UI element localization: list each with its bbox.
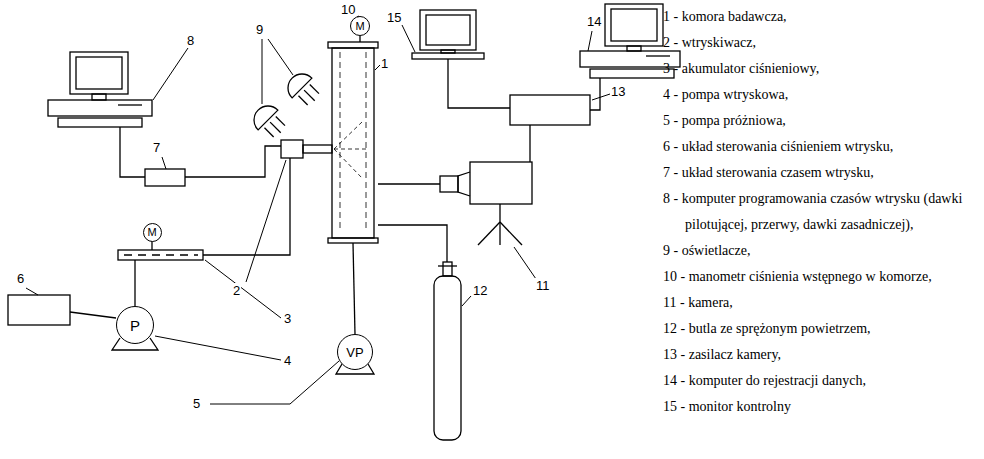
callout-number: 15 (386, 10, 402, 25)
callout-number: 12 (472, 283, 488, 298)
callout-number: 5 (192, 396, 201, 411)
callout-number: 7 (152, 140, 161, 155)
node-label: M (355, 21, 364, 32)
legend-entry: 4 - pompa wtryskowa, (663, 82, 975, 108)
pipe (70, 59, 600, 334)
legend-entry: 14 - komputer do rejestracji danych, (663, 368, 975, 394)
legend-entry: 11 - kamera, (663, 290, 975, 316)
injector (281, 140, 332, 158)
legend-entry: 2 - wtryskiwacz, (663, 30, 975, 56)
legend-entry: 13 - zasilacz kamery, (663, 342, 975, 368)
gauge-or-pump-circle: P (116, 306, 154, 344)
gauge-or-pump-circle: M (143, 223, 162, 242)
gauge-or-pump-circle: M (350, 16, 370, 36)
node-label: M (147, 227, 156, 238)
legend-entry: 7 - układ sterowania czasem wtrysku, (663, 160, 975, 186)
callout-number: 10 (340, 2, 356, 17)
callout-number: 9 (255, 22, 264, 37)
legend-entry: 10 - manometr ciśnienia wstępnego w komo… (663, 264, 975, 290)
callout-number: 14 (586, 14, 602, 29)
callout-number: 3 (283, 311, 292, 326)
callout-number: 6 (16, 271, 25, 286)
injection-pressure-controller (8, 295, 70, 325)
callout-number: 4 (283, 353, 292, 368)
legend-entry: 6 - układ sterowania ciśnieniem wtrysku, (663, 134, 975, 160)
node-label: VP (346, 346, 363, 359)
callout-number: 8 (186, 33, 195, 48)
legend-entry: 8 - komputer programowania czasów wtrysk… (663, 186, 975, 238)
parts-key: 1 - komora badawcza,2 - wtryskiwacz,3 - … (663, 4, 975, 420)
gauge-or-pump-circle: VP (337, 334, 373, 370)
callout-number: 13 (610, 84, 626, 99)
callout-number: 11 (535, 278, 551, 293)
camera-power-supply (510, 95, 590, 125)
air-bottle (434, 262, 461, 440)
camera (440, 162, 532, 245)
node-label: P (130, 318, 140, 333)
leader-line (26, 16, 610, 404)
legend-entry: 15 - monitor kontrolny (663, 394, 975, 420)
legend-entry: 5 - pompa próżniowa, (663, 108, 975, 134)
legend-entry: 12 - butla ze sprężonym powietrzem, (663, 316, 975, 342)
callout-number: 2 (232, 283, 241, 298)
pressure-accumulator (118, 241, 203, 260)
lamp (282, 68, 324, 110)
test-chamber (328, 36, 378, 243)
lamp (248, 100, 290, 142)
callout-number: 1 (380, 56, 389, 71)
legend-entry: 9 - oświetlacze, (663, 238, 975, 264)
monitor (412, 10, 484, 59)
computer (48, 52, 152, 127)
injection-time-controller (145, 169, 185, 186)
legend-entry: 1 - komora badawcza, (663, 4, 975, 30)
legend-entry: 3 - akumulator ciśnieniowy, (663, 56, 975, 82)
